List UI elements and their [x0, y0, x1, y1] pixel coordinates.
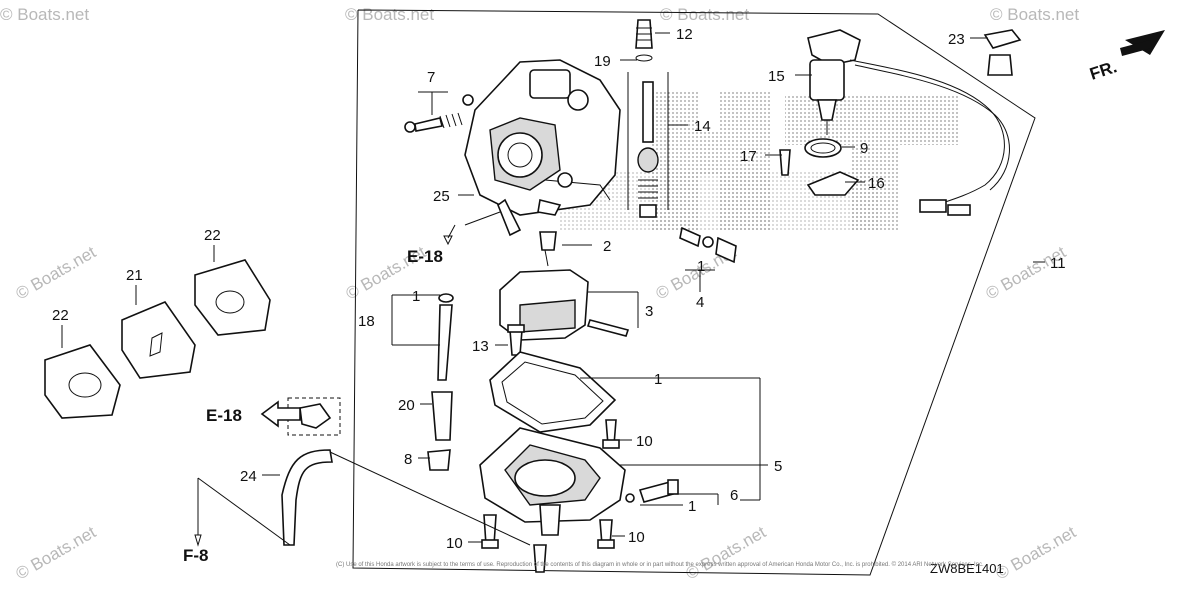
callout-1: 1	[688, 498, 696, 515]
callout-18: 18	[358, 313, 375, 330]
arrow-e18-left	[260, 400, 301, 428]
insulator-plates	[44, 259, 271, 419]
ref-f8: F-8	[183, 546, 209, 565]
o-ring	[804, 138, 842, 158]
leader-lines	[61, 32, 1045, 547]
drain-screw	[679, 226, 737, 264]
callout-9: 9	[860, 140, 868, 157]
callout-20: 20	[398, 397, 415, 414]
watermark-text: © Boats.net	[993, 522, 1080, 583]
drain-hose	[281, 449, 333, 546]
float-pin-screw	[507, 324, 525, 356]
hose-clamp	[287, 397, 341, 436]
watermark-text: © Boats.net	[13, 242, 100, 303]
callout-3: 3	[645, 303, 653, 320]
drain-bolt	[625, 479, 679, 503]
callout-19: 19	[594, 53, 611, 70]
float-bowl	[479, 427, 626, 536]
callouts: 12 19 7 14 15 23 9 17 16 25 2 1 4 11 22 …	[52, 26, 1066, 552]
float-valve	[539, 231, 557, 267]
callout-22: 22	[204, 227, 221, 244]
callout-5: 5	[774, 458, 782, 475]
pilot-screw	[404, 94, 474, 133]
callout-1: 1	[654, 371, 662, 388]
callout-23: 23	[948, 31, 965, 48]
main-jet	[635, 19, 653, 62]
callout-10: 10	[628, 529, 645, 546]
callout-6: 6	[730, 487, 738, 504]
callout-10: 10	[636, 433, 653, 450]
callout-15: 15	[768, 68, 785, 85]
callout-12: 12	[676, 26, 693, 43]
watermark-text: © Boats.net	[683, 522, 770, 583]
assembly-outline	[352, 9, 1036, 576]
watermark-text: © Boats.net	[983, 242, 1070, 303]
ref-e18-top: E-18	[407, 247, 443, 266]
grommet	[983, 29, 1022, 76]
callout-24: 24	[240, 468, 257, 485]
watermark-text: © Boats.net	[990, 5, 1079, 24]
bowl-screws	[481, 419, 620, 573]
direction-arrow	[1120, 30, 1165, 56]
float	[499, 269, 630, 341]
callout-1: 1	[412, 288, 420, 305]
chamber-gasket	[489, 351, 617, 433]
callout-14: 14	[694, 118, 711, 135]
retaining-plate	[779, 149, 860, 196]
watermark-text: © Boats.net	[13, 522, 100, 583]
callout-10: 10	[446, 535, 463, 552]
callout-11: 11	[1050, 255, 1066, 272]
vent-tube	[437, 293, 454, 381]
callout-22: 22	[52, 307, 69, 324]
watermark-text: © Boats.net	[660, 5, 749, 24]
needle-jet-column	[627, 72, 669, 218]
callout-16: 16	[868, 175, 885, 192]
diagram-code: ZW8BE1401	[930, 561, 1004, 576]
callout-8: 8	[404, 451, 412, 468]
ref-e18-left: E-18	[206, 406, 242, 425]
jet-holder	[427, 391, 453, 471]
callout-21: 21	[126, 267, 143, 284]
callout-2: 2	[603, 238, 611, 255]
watermark-text: © Boats.net	[0, 5, 89, 24]
callout-13: 13	[472, 338, 489, 355]
callout-25: 25	[433, 188, 450, 205]
reference-labels: E-18 E-18 F-8	[183, 247, 443, 565]
callout-17: 17	[740, 148, 757, 165]
solenoid-valve	[807, 29, 1010, 216]
direction-label: FR.	[1087, 57, 1119, 84]
callout-7: 7	[427, 69, 435, 86]
copyright-notice: (C) Use of this Honda artwork is subject…	[336, 561, 984, 568]
carburetor-body	[464, 59, 621, 237]
callout-4: 4	[696, 294, 704, 311]
callout-1: 1	[697, 258, 705, 275]
